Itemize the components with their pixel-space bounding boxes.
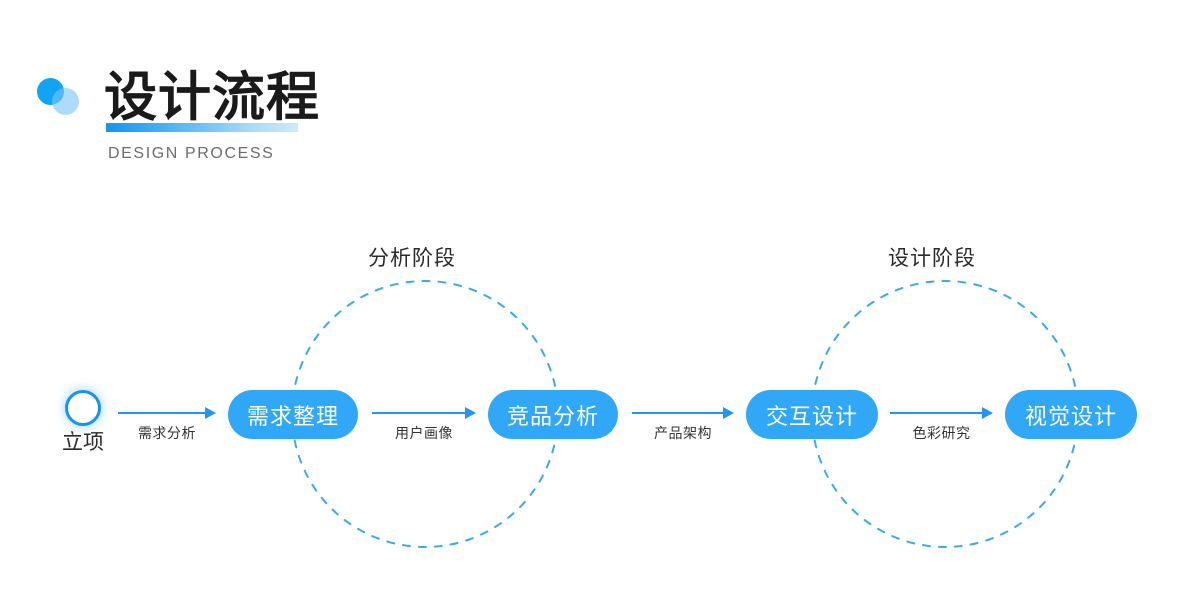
header: 设计流程 DESIGN PROCESS <box>0 0 1200 190</box>
page-subtitle: DESIGN PROCESS <box>108 145 275 162</box>
stage-label-design: 设计阶段 <box>888 247 976 270</box>
transition-arrow-0: 需求分析 <box>118 406 216 444</box>
transition-label-0: 需求分析 <box>138 425 196 441</box>
arrow-head-icon <box>205 407 216 419</box>
transition-arrow-1: 用户画像 <box>372 406 476 444</box>
arrow-head-icon <box>982 407 993 419</box>
title-underline-accent <box>106 123 298 132</box>
process-step-0[interactable]: 需求整理 <box>228 390 358 439</box>
arrow-line <box>118 412 205 414</box>
stage-label-analysis: 分析阶段 <box>368 247 456 270</box>
arrow-head-icon <box>723 407 734 419</box>
arrow-line <box>632 412 723 414</box>
process-step-2[interactable]: 交互设计 <box>746 390 878 439</box>
transition-label-2: 产品架构 <box>654 425 712 441</box>
transition-arrow-2: 产品架构 <box>632 406 734 444</box>
start-node-label: 立项 <box>62 431 104 454</box>
logo-circle-light <box>52 88 79 115</box>
transition-arrow-3: 色彩研究 <box>890 406 993 444</box>
transition-label-1: 用户画像 <box>395 425 453 441</box>
process-step-1[interactable]: 竞品分析 <box>488 390 618 439</box>
ring-circle-icon <box>65 390 101 426</box>
two-overlapping-circles-logo-icon <box>37 78 83 116</box>
arrow-line <box>890 412 982 414</box>
arrow-line <box>372 412 465 414</box>
start-node[interactable]: 立项 <box>58 388 108 468</box>
process-step-3[interactable]: 视觉设计 <box>1005 390 1137 439</box>
transition-label-3: 色彩研究 <box>912 425 971 441</box>
arrow-head-icon <box>465 407 476 419</box>
page-title: 设计流程 <box>104 67 320 128</box>
